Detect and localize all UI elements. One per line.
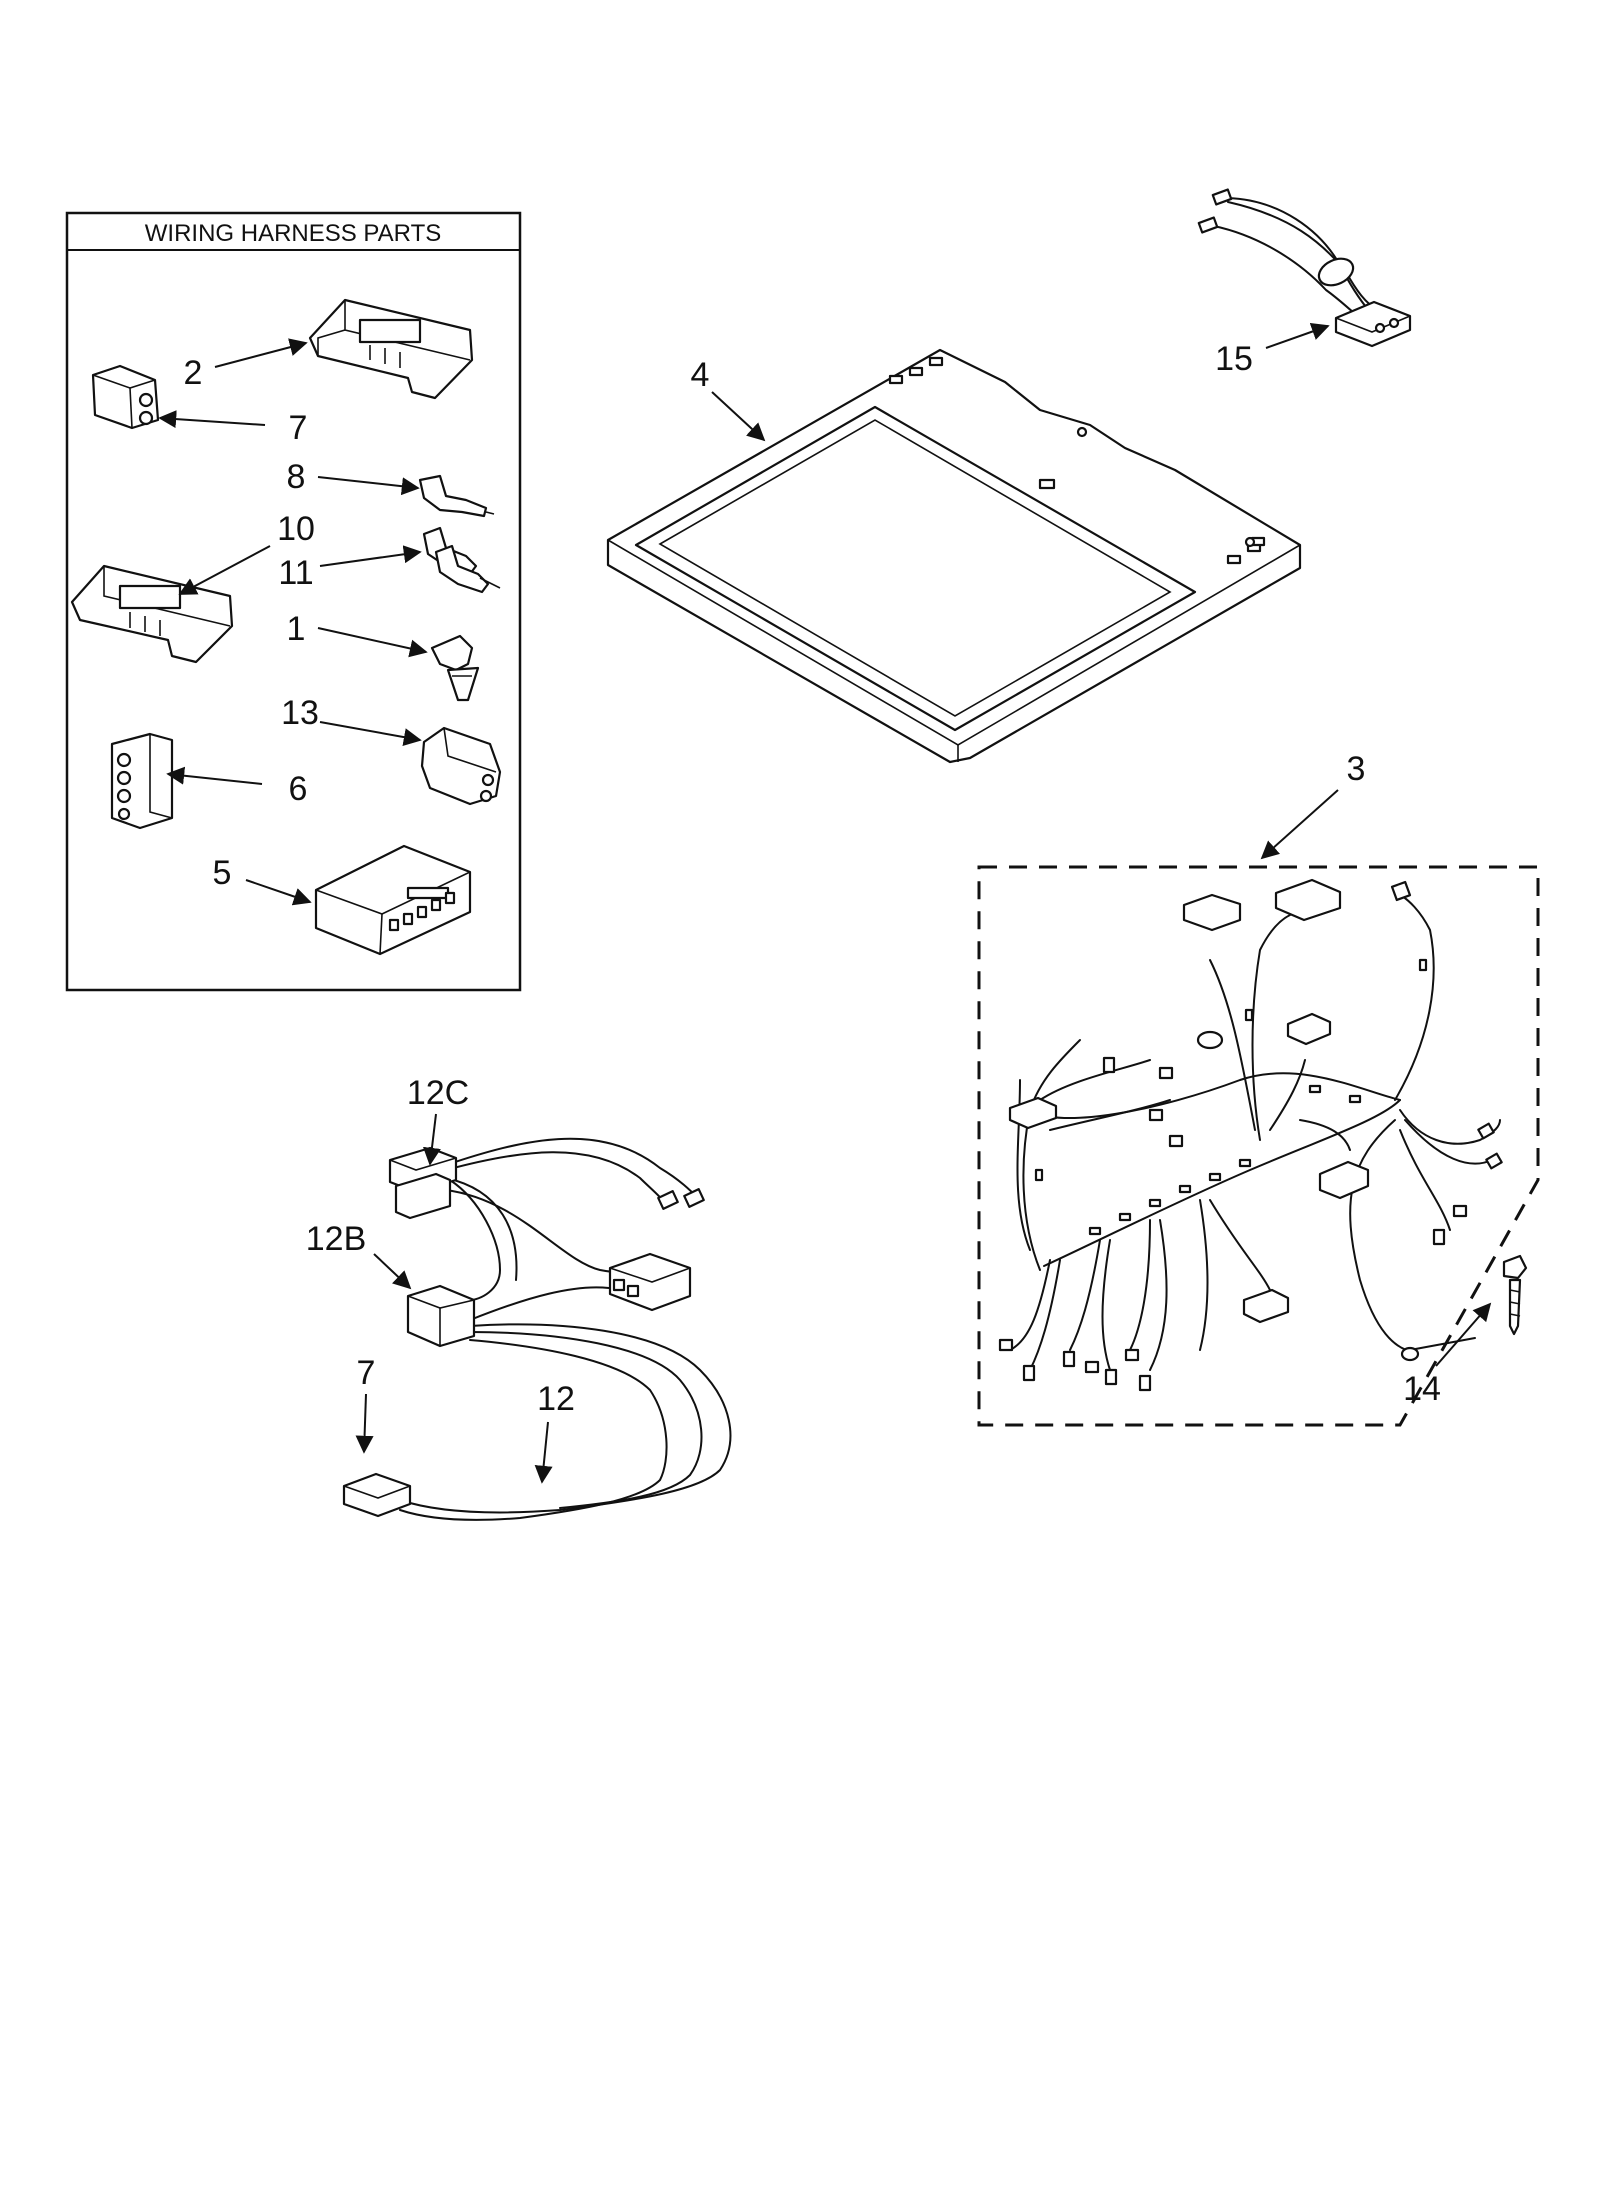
callout-1: 1 — [287, 610, 306, 648]
callout-12b: 12B — [306, 1220, 367, 1258]
leader-7b — [355, 1393, 374, 1454]
part-6-four-pin-connector — [110, 732, 174, 830]
leader-12b — [373, 1253, 412, 1290]
leader-6 — [166, 766, 263, 785]
callout-15: 15 — [1215, 340, 1253, 378]
callout-13: 13 — [281, 694, 319, 732]
leader-12 — [534, 1421, 553, 1484]
part-7-two-pin-connector — [91, 364, 160, 430]
callout-12: 12 — [537, 1380, 575, 1418]
leader-15 — [1265, 322, 1330, 349]
leader-3 — [1260, 789, 1339, 860]
part-2-connector-housing — [308, 298, 474, 400]
callout-10: 10 — [277, 510, 315, 548]
part-10-connector-housing — [70, 564, 234, 664]
callout-7a: 7 — [289, 409, 308, 447]
callout-6: 6 — [289, 770, 308, 808]
leader-7a — [158, 410, 266, 429]
callout-12c: 12C — [407, 1074, 469, 1112]
callout-2: 2 — [184, 354, 203, 392]
leader-10 — [178, 545, 271, 595]
callout-7b: 7 — [357, 1354, 376, 1392]
part-3-main-harness — [977, 865, 1540, 1427]
callout-11: 11 — [278, 554, 313, 592]
part-12-sub-harness — [342, 1137, 732, 1521]
part-5-block-connector — [314, 844, 472, 956]
leader-4 — [711, 391, 766, 442]
part-4-top-panel — [606, 348, 1302, 764]
leader-14 — [1435, 1302, 1492, 1367]
callout-14: 14 — [1403, 1370, 1441, 1408]
part-15-small-harness — [1197, 188, 1412, 348]
part-13-plug — [420, 726, 502, 806]
wiring-harness-parts-box: WIRING HARNESS PARTS — [65, 211, 522, 992]
leader-11 — [319, 545, 422, 567]
leader-1 — [317, 627, 428, 658]
leader-8 — [317, 476, 420, 496]
part-1-clip — [430, 634, 480, 702]
part-14-screw — [1502, 1254, 1528, 1336]
leader-5 — [245, 879, 312, 906]
callout-5: 5 — [213, 854, 232, 892]
parts-box-title: WIRING HARNESS PARTS — [145, 220, 441, 247]
callout-8: 8 — [287, 458, 306, 496]
leader-12c — [422, 1113, 441, 1166]
leader-2 — [214, 338, 308, 368]
callout-4: 4 — [691, 356, 710, 394]
part-11-terminal-pair — [422, 526, 501, 594]
leader-13 — [319, 721, 422, 746]
callout-3: 3 — [1347, 750, 1366, 788]
part-8-terminal — [418, 474, 495, 518]
